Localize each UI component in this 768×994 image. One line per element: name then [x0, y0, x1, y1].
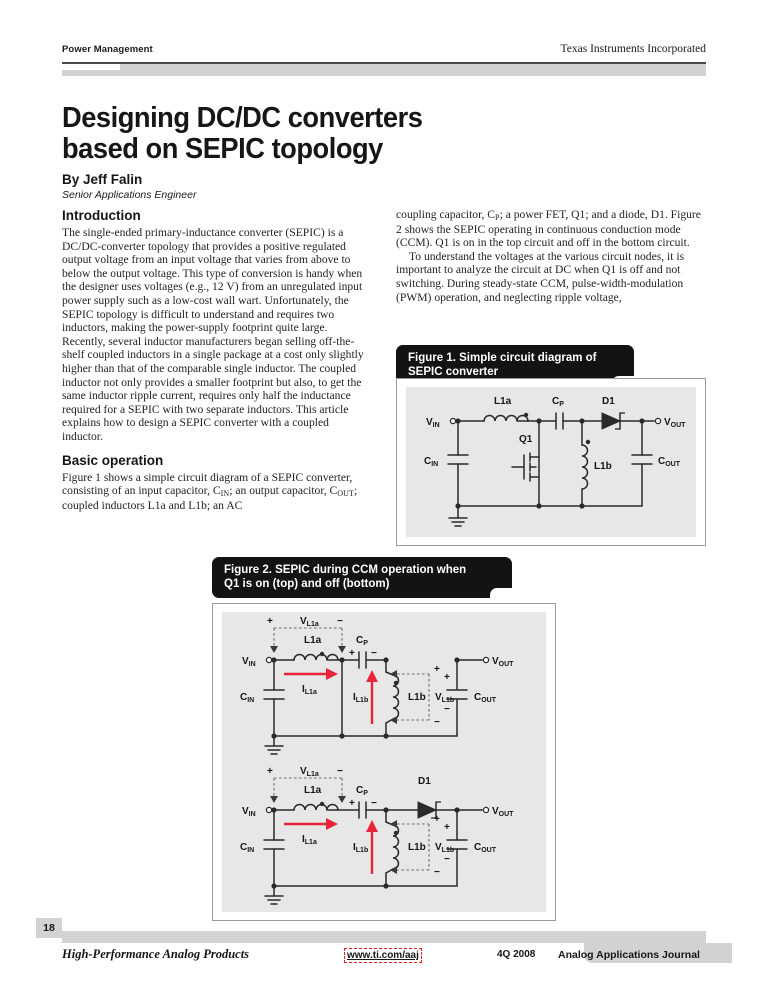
basic-operation-paragraph: Figure 1 shows a simple circuit diagram … [62, 471, 372, 513]
svg-text:CP: CP [356, 635, 368, 647]
svg-text:−: − [434, 717, 440, 728]
svg-text:−: − [337, 616, 343, 627]
cont-text-b: ; a power FET, Q1; and a diode, D1. Figu… [396, 208, 701, 250]
intro-paragraph: The single-ended primary-inductance conv… [62, 226, 364, 443]
svg-text:VOUT: VOUT [492, 656, 514, 668]
running-head-company: Texas Instruments Incorporated [560, 43, 706, 55]
vl1a-arrow-left [270, 646, 278, 653]
label-d1: D1 [602, 396, 615, 407]
svg-text:+: + [267, 766, 273, 777]
diode-d1-symbol [417, 801, 438, 819]
author-role: Senior Applications Engineer [62, 189, 197, 201]
heading-introduction: Introduction [62, 208, 141, 223]
running-head: Power Management Texas Instruments Incor… [62, 43, 706, 60]
svg-text:IL1a: IL1a [302, 684, 317, 696]
footer-journal-name: Analog Applications Journal [558, 949, 700, 961]
svg-text:+: + [444, 672, 450, 683]
svg-text:COUT: COUT [474, 692, 497, 704]
diode-d1-symbol [601, 412, 622, 430]
page-number-tab [36, 918, 62, 938]
right-column: coupling capacitor, CP; a power FET, Q1;… [396, 208, 706, 304]
page-title: Designing DC/DC converters based on SEPI… [62, 102, 423, 166]
label-vout: VOUT [664, 417, 686, 429]
heading-basic-operation: Basic operation [62, 452, 164, 468]
label-l1b: L1b [594, 461, 612, 472]
cp-subscript: P [495, 213, 500, 222]
vl1b-arrow-bottom [390, 716, 397, 724]
svg-text:COUT: COUT [474, 842, 497, 854]
cin-subscript: IN [220, 489, 230, 499]
vl1a-arrow-right [338, 646, 346, 653]
footer-gray-bar [62, 931, 706, 943]
header-bar-step [62, 70, 120, 76]
svg-text:CIN: CIN [240, 692, 254, 704]
svg-text:+: + [349, 648, 355, 659]
right-paragraph-2: To understand the voltages at the variou… [396, 249, 685, 304]
svg-text:−: − [371, 648, 377, 659]
svg-text:L1a: L1a [304, 635, 322, 646]
svg-text:−: − [371, 798, 377, 809]
basic-text-a: Figure 1 shows a simple circuit diagram … [62, 470, 353, 498]
svg-text:VL1a: VL1a [300, 766, 319, 778]
svg-text:CIN: CIN [240, 842, 254, 854]
svg-text:IL1b: IL1b [353, 692, 368, 704]
svg-text:−: − [444, 704, 450, 715]
left-column: Introduction The single-ended primary-in… [62, 208, 372, 512]
basic-text-c: ; coupled inductors L1a and L1b; an AC [62, 484, 358, 512]
svg-text:+: + [349, 798, 355, 809]
cont-text-a: coupling capacitor, C [396, 208, 496, 221]
svg-text:VL1b: VL1b [435, 692, 454, 704]
svg-text:VIN: VIN [242, 806, 256, 818]
label-q1: Q1 [519, 434, 533, 445]
header-gray-bar [62, 64, 706, 76]
figure1-circuit-diagram: VIN VOUT CIN COUT L1a L1b CP Q1 D1 [424, 396, 686, 527]
label-vin: VIN [426, 417, 440, 429]
svg-text:+: + [434, 664, 440, 675]
vl1b-arrow-top [390, 670, 397, 678]
label-cout: COUT [658, 456, 681, 468]
svg-text:CP: CP [356, 785, 368, 797]
figure2-panel [222, 612, 546, 912]
cout-subscript: OUT [337, 489, 355, 499]
svg-text:+: + [434, 814, 440, 825]
header-rule [62, 62, 706, 64]
label-cp: CP [552, 396, 564, 408]
current-arrow-il1a [284, 818, 338, 830]
author-byline: By Jeff Falin [62, 172, 143, 187]
footer-issue-date: 4Q 2008 [497, 949, 536, 960]
svg-text:L1b: L1b [408, 692, 426, 703]
svg-text:L1b: L1b [408, 842, 426, 853]
svg-text:−: − [434, 867, 440, 878]
figure2-top-circuit-diagram: VIN VOUT CIN COUT L1a L1b CP VL1a VL1b I… [240, 616, 514, 755]
right-continued-paragraph: coupling capacitor, CP; a power FET, Q1;… [396, 208, 706, 250]
basic-text-b: ; an output capacitor, C [229, 484, 338, 498]
svg-text:VIN: VIN [242, 656, 256, 668]
current-arrow-il1b [366, 820, 378, 874]
current-arrow-il1b [366, 670, 378, 724]
svg-text:VOUT: VOUT [492, 806, 514, 818]
svg-text:D1: D1 [418, 776, 431, 787]
current-arrow-il1a [284, 668, 338, 680]
svg-text:L1a: L1a [304, 785, 322, 796]
footer-product-line: High-Performance Analog Products [62, 947, 250, 961]
page-number: 18 [43, 922, 55, 934]
figure2-bottom-circuit-diagram: VIN VOUT CIN COUT L1a L1b CP D1 VL1a VL1… [240, 766, 514, 905]
running-head-section: Power Management [62, 44, 153, 55]
svg-text:IL1b: IL1b [353, 842, 368, 854]
svg-text:VL1b: VL1b [435, 842, 454, 854]
svg-text:VL1a: VL1a [300, 616, 319, 628]
label-l1a: L1a [494, 396, 512, 407]
label-cin: CIN [424, 456, 438, 468]
svg-text:IL1a: IL1a [302, 834, 317, 846]
figure1-panel [406, 387, 696, 537]
footer-journal-box [584, 943, 732, 963]
svg-text:−: − [444, 854, 450, 865]
figure2-caption: Figure 2. SEPIC during CCM operation whe… [212, 557, 512, 598]
svg-text:+: + [267, 616, 273, 627]
svg-text:−: − [337, 766, 343, 777]
svg-text:+: + [444, 822, 450, 833]
footer-url-link[interactable]: www.ti.com/aaj [344, 948, 422, 963]
